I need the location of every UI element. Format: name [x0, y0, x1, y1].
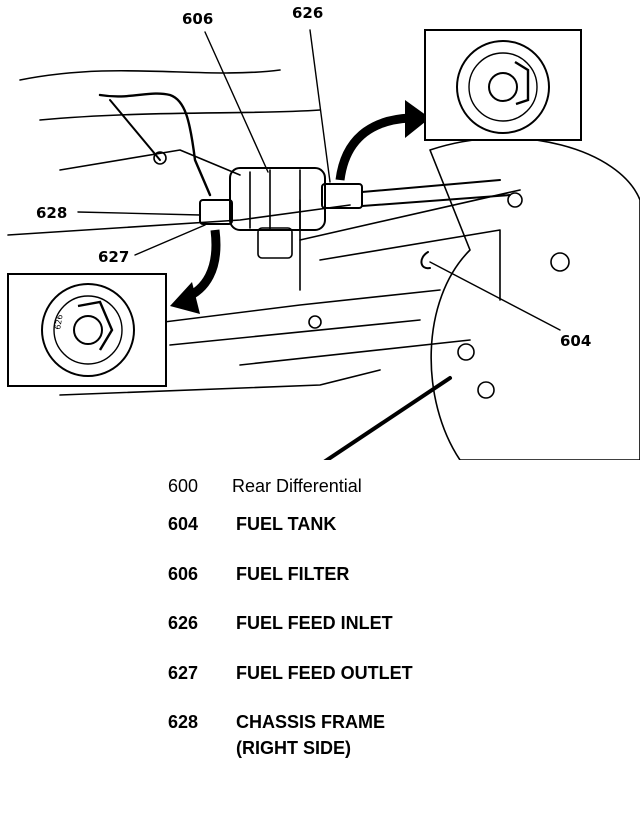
- filter-bracket: [257, 227, 293, 259]
- frame-line: [169, 319, 421, 346]
- legend-number: 626: [168, 613, 199, 633]
- inset-outlet: [7, 273, 167, 387]
- legend-number: 628: [168, 712, 199, 732]
- bolt: [477, 381, 495, 399]
- bolt: [457, 343, 475, 361]
- legend-description: CHASSIS FRAME: [236, 712, 386, 732]
- legend-row-628: 628 CHASSIS FRAME (RIGHT SIDE): [0, 712, 640, 758]
- bolt: [507, 192, 523, 208]
- differential-housing: [429, 137, 640, 460]
- legend-row-604: 604 FUEL TANK: [0, 514, 640, 538]
- callout-604: 604: [560, 332, 591, 350]
- legend-row-600: 600 Rear Differential: [0, 476, 640, 500]
- inset-inlet: [424, 29, 582, 141]
- fuel-line: [109, 99, 161, 161]
- bolt: [308, 315, 322, 329]
- leader-626: [309, 29, 331, 183]
- leader-606: [204, 31, 269, 173]
- frame-line: [59, 149, 241, 176]
- legend-number: 627: [168, 663, 199, 683]
- leader-627: [134, 224, 206, 256]
- fuel-line: [98, 92, 212, 197]
- callout-627: 627: [98, 248, 129, 266]
- legend-description: FUEL FILTER: [236, 564, 350, 584]
- legend-description-line2: (RIGHT SIDE): [236, 738, 351, 758]
- arrow-head-right: [405, 100, 430, 138]
- callout-626: 626: [292, 4, 323, 22]
- filter-body: [229, 167, 326, 231]
- bolt: [550, 252, 570, 272]
- legend-description: FUEL TANK: [236, 514, 337, 534]
- legend-description: FUEL FEED OUTLET: [236, 663, 413, 683]
- frame-line: [59, 369, 381, 396]
- callout-606: 606: [182, 10, 213, 28]
- frame-line: [19, 69, 281, 81]
- frame-line: [39, 109, 321, 121]
- outlet-fitting: [199, 199, 233, 225]
- legend-number: 600: [168, 476, 199, 496]
- leader-604: [429, 261, 561, 331]
- legend-description: Rear Differential: [232, 476, 362, 496]
- leader-600: [323, 376, 452, 460]
- fuel-filter-diagram: 626 606 626 628 627 604: [7, 4, 640, 460]
- fitting-nut: [153, 151, 167, 165]
- inlet-fitting: [321, 183, 363, 209]
- frame-line: [319, 229, 501, 301]
- legend-row-626: 626 FUEL FEED INLET: [0, 613, 640, 637]
- legend-row-606: 606 FUEL FILTER: [0, 564, 640, 588]
- legend-row-627: 627 FUEL FEED OUTLET: [0, 663, 640, 687]
- frame-line: [239, 339, 471, 366]
- arrow-to-inlet-inset: [335, 113, 411, 181]
- tank-clip: [420, 251, 431, 270]
- callout-628: 628: [36, 204, 67, 222]
- legend-number: 606: [168, 564, 199, 584]
- frame-line: [7, 204, 351, 236]
- leader-628: [77, 211, 201, 216]
- legend-number: 604: [168, 514, 199, 534]
- frame-line: [299, 189, 521, 241]
- arrow-head-left: [170, 282, 200, 314]
- legend-description: FUEL FEED INLET: [236, 613, 393, 633]
- inset-ring-label: 626: [53, 314, 65, 331]
